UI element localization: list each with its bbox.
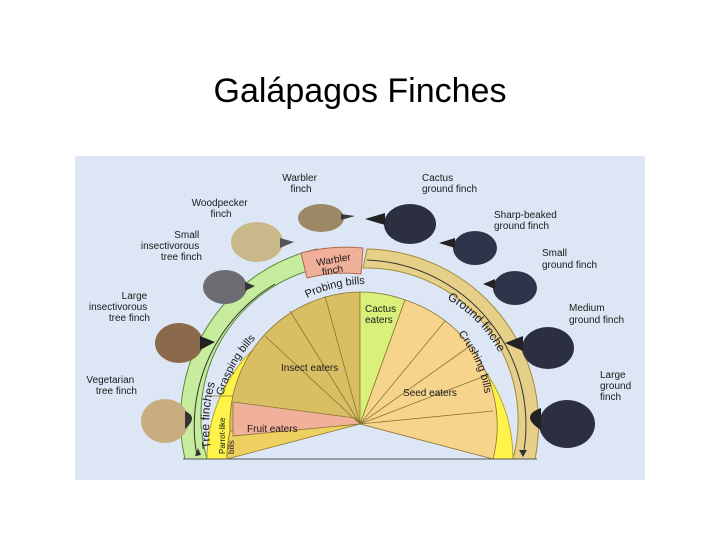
large-ground-finch-label: Large ground finch bbox=[600, 370, 634, 403]
woodpecker-finch-icon bbox=[231, 222, 294, 262]
small-insectivorous-finch-label: Small insectivorous tree finch bbox=[141, 230, 202, 263]
vegetarian-finch-label: Vegetarian tree finch bbox=[86, 375, 137, 397]
sharp-beaked-finch-icon bbox=[439, 231, 497, 265]
woodpecker-finch-label: Woodpecker finch bbox=[192, 198, 251, 220]
cactus-ground-finch-label: Cactus ground finch bbox=[422, 173, 477, 195]
large-insectivorous-finch-label: Large insectivorous tree finch bbox=[89, 291, 150, 324]
fruit-eaters-label: Fruit eaters bbox=[247, 424, 298, 435]
finch-diagram: Tree finches Grasping bills Ground finch… bbox=[75, 156, 645, 480]
warbler-finch-label: Warbler finch bbox=[282, 173, 319, 195]
small-ground-finch-label: Small ground finch bbox=[542, 248, 597, 271]
slide-title: Galápagos Finches bbox=[0, 72, 720, 111]
cactus-ground-finch-icon bbox=[365, 204, 436, 244]
warbler-finch-icon bbox=[298, 204, 355, 232]
insect-eaters-label: Insect eaters bbox=[281, 363, 338, 374]
large-ground-finch-icon bbox=[530, 400, 595, 448]
sharp-beaked-finch-label: Sharp-beaked ground finch bbox=[494, 210, 560, 232]
medium-ground-finch-label: Medium ground finch bbox=[569, 303, 624, 326]
seed-eaters-label: Seed eaters bbox=[403, 388, 457, 399]
small-ground-finch-icon bbox=[483, 271, 537, 305]
